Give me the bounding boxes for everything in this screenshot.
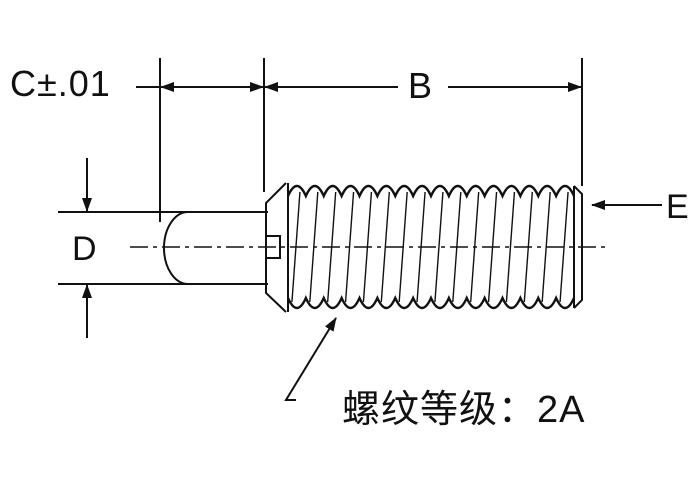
thread-flank-line bbox=[541, 191, 551, 303]
thread-flank-line bbox=[291, 191, 301, 303]
plunger-nose bbox=[163, 211, 268, 285]
thread-flank-line bbox=[452, 191, 462, 303]
thread-flank-line bbox=[505, 191, 516, 303]
thread-flank-line bbox=[434, 191, 444, 303]
thread-class-note-prefix: 螺纹等级： bbox=[342, 387, 538, 431]
thread-flank-line bbox=[469, 191, 480, 303]
thread-flank-line bbox=[398, 191, 408, 303]
thread-leader-line bbox=[284, 317, 337, 401]
slot bbox=[266, 235, 281, 259]
thread-flank-line bbox=[362, 191, 373, 303]
thread-flank-line bbox=[559, 191, 569, 303]
c-dimension-label: C±.01 bbox=[10, 63, 111, 104]
thread-flank-line bbox=[380, 191, 391, 303]
thread-flank-line bbox=[344, 191, 355, 303]
thread-flank-line bbox=[523, 191, 534, 303]
thread-crest-bottom bbox=[286, 295, 576, 310]
d-dimension-label: D bbox=[72, 230, 97, 268]
thread-flank-line bbox=[309, 191, 319, 303]
thread-flank-line bbox=[326, 191, 337, 303]
thread-flanks bbox=[291, 191, 569, 303]
e-dimension-label: E bbox=[666, 188, 689, 226]
b-dimension-label: B bbox=[408, 65, 433, 106]
thread-class-note: 螺纹等级：2A bbox=[342, 390, 586, 429]
thread-flank-line bbox=[487, 191, 498, 303]
thread-flank-line bbox=[416, 191, 426, 303]
screw-body-outline bbox=[265, 182, 287, 313]
thread-class-grade: 2A bbox=[537, 389, 586, 431]
thread-end-chamfer bbox=[573, 185, 583, 309]
thread-crest-top bbox=[286, 184, 576, 199]
